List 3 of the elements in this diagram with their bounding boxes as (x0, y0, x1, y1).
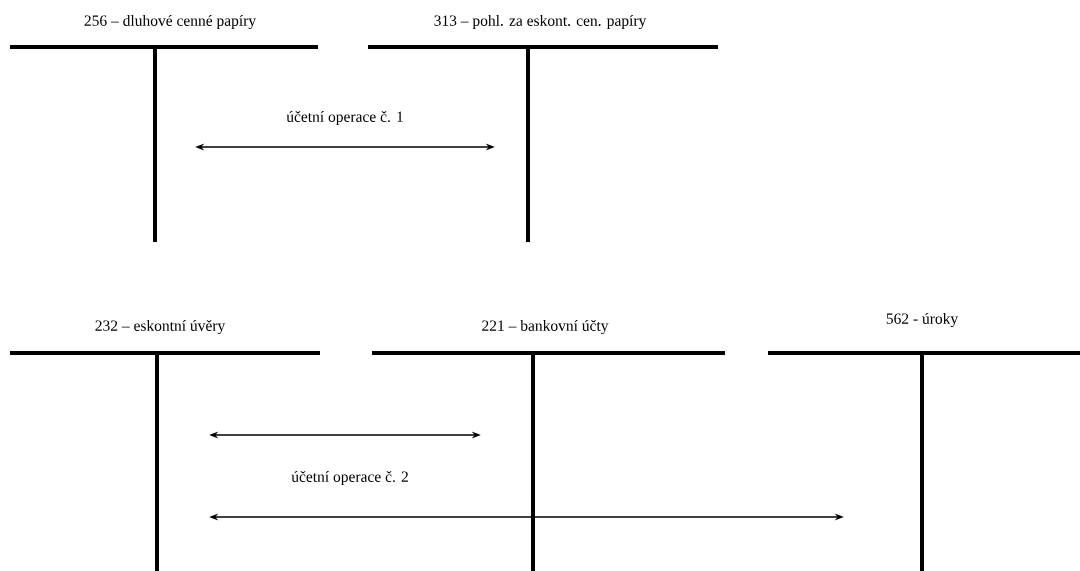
edge-label: účetní operace č. 2 (289, 468, 411, 488)
edge-label: účetní operace č. 1 (284, 108, 406, 128)
t-account: 562 - úroky (766, 312, 1080, 571)
